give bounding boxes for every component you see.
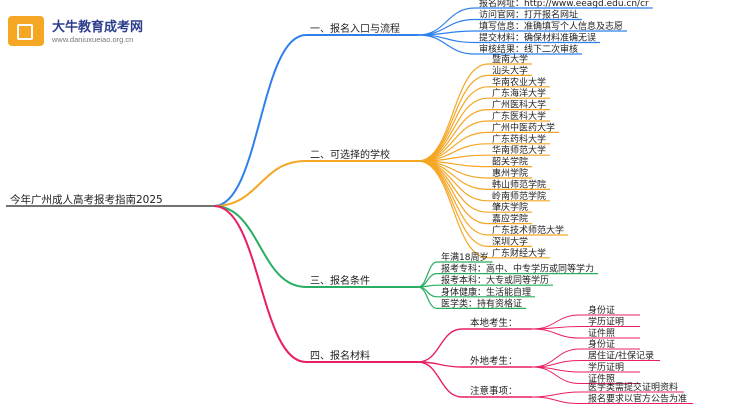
leaf-label: 惠州学院	[492, 167, 528, 179]
leaf-label: 身份证	[588, 338, 615, 350]
leaf-connector	[531, 366, 581, 384]
leaf-label: 广东财经大学	[492, 247, 546, 259]
leaf-connector	[531, 326, 581, 330]
root-topic: 今年广州成人高考报考指南2025	[10, 193, 163, 206]
logo-subtitle: www.daniuxueiao.org.cn	[52, 35, 134, 44]
leaf-connector	[417, 97, 489, 162]
logo-mark	[8, 16, 44, 46]
book-icon	[17, 24, 33, 40]
leaf-label: 年满18周岁	[441, 251, 488, 263]
leaf-connector	[417, 34, 476, 55]
leaf-label: 华南农业大学	[492, 76, 546, 88]
leaf-label: 填写信息：准确填写个人信息及志愿	[479, 20, 623, 32]
leaf-label: 广州医科大学	[492, 99, 546, 111]
leaf-connector	[417, 160, 489, 259]
leaf-connector	[417, 74, 489, 162]
leaf-label: 嘉应学院	[492, 213, 528, 225]
leaf-label: 肇庆学院	[492, 201, 528, 213]
branch-label: 二、可选择的学校	[310, 148, 390, 161]
leaf-label: 审核结果：线下二次审核	[479, 43, 578, 55]
leaf-label: 报考本科：大专或同等学历	[441, 274, 549, 286]
branch-connector	[213, 205, 307, 363]
group-label: 外地考生：	[470, 355, 518, 367]
leaf-label: 访问官网：打开报名网址	[479, 9, 578, 21]
leaf-label: 学历证明	[588, 316, 624, 328]
leaf-label: 暨南大学	[492, 53, 528, 65]
group-connector	[417, 328, 463, 363]
leaf-connector	[531, 328, 581, 339]
leaf-connector	[417, 286, 438, 309]
branch-connector	[213, 34, 307, 207]
leaf-label: 岭南师范学院	[492, 190, 546, 202]
leaf-connector	[417, 30, 476, 36]
leaf-connector	[417, 286, 438, 298]
leaf-connector	[417, 63, 489, 162]
leaf-label: 广东药科大学	[492, 133, 546, 145]
leaf-label: 报考专科：高中、中专学历或同等学力	[441, 263, 594, 275]
leaf-label: 学历证明	[588, 361, 624, 373]
leaf-label: 报名要求以官方公告为准	[588, 393, 687, 405]
leaf-connector	[417, 160, 489, 202]
leaf-connector	[417, 131, 489, 162]
branch-label: 一、报名入口与流程	[310, 22, 400, 35]
group-label: 注意事项：	[470, 385, 518, 397]
branch-connector	[213, 160, 307, 207]
branch-label: 四、报名材料	[310, 349, 370, 362]
group-connector	[417, 361, 463, 398]
leaf-label: 韶关学院	[492, 156, 528, 168]
branch-connector	[213, 205, 307, 288]
leaf-label: 居住证/社保记录	[588, 350, 654, 362]
leaf-connector	[417, 160, 489, 247]
leaf-label: 证件照	[588, 327, 615, 339]
leaf-label: 广州中医药大学	[492, 121, 555, 133]
leaf-label: 提交材料：确保材料准确无误	[479, 32, 596, 44]
leaf-connector	[417, 160, 489, 190]
leaf-connector	[531, 391, 581, 398]
leaf-connector	[531, 396, 581, 404]
leaf-connector	[417, 86, 489, 162]
leaf-label: 汕头大学	[492, 64, 528, 76]
leaf-label: 广东海洋大学	[492, 87, 546, 99]
leaf-label: 韩山师范学院	[492, 178, 546, 190]
leaf-label: 广东技术师范大学	[492, 224, 564, 236]
leaf-label: 医学类需提交证明资料	[588, 381, 678, 393]
site-logo: 大牛教育成考网 www.daniuxueiao.org.cn	[8, 14, 168, 50]
leaf-label: 深圳大学	[492, 235, 528, 247]
leaf-connector	[417, 160, 489, 236]
leaf-label: 证件照	[588, 373, 615, 385]
leaf-connector	[417, 160, 489, 225]
leaf-label: 身体健康：生活能自理	[441, 286, 531, 298]
leaf-label: 华南师范大学	[492, 144, 546, 156]
leaf-label: 医学类：持有资格证	[441, 297, 522, 309]
logo-title: 大牛教育成考网	[52, 20, 144, 35]
branch-label: 三、报名条件	[310, 274, 370, 287]
leaf-connector	[531, 348, 581, 368]
leaf-label: 报名网址：http://www.eeagd.edu.cn/cr	[479, 0, 649, 9]
group-label: 本地考生：	[470, 317, 518, 329]
leaf-label: 身份证	[588, 304, 615, 316]
leaf-label: 广东医科大学	[492, 110, 546, 122]
